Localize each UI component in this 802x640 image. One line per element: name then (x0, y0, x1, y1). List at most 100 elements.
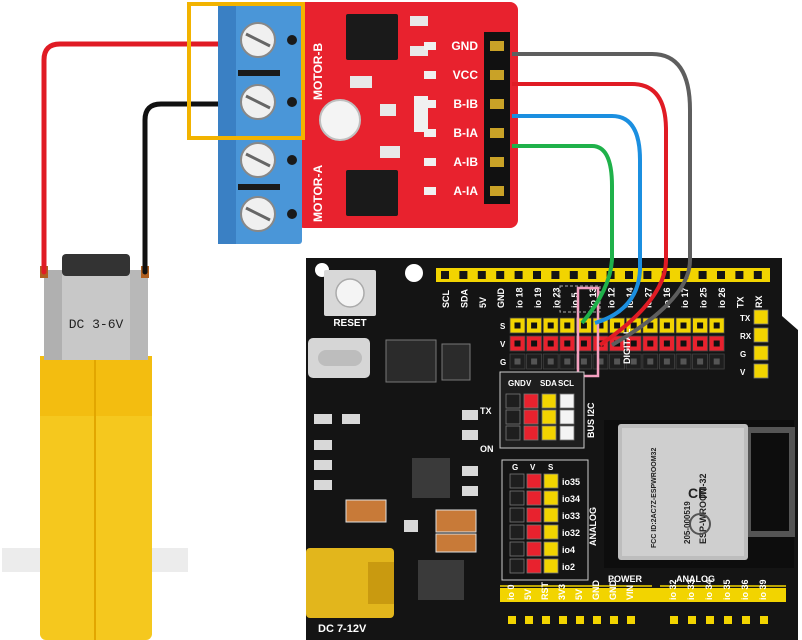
motor-wire-red (41, 41, 243, 275)
power-pin[interactable] (627, 616, 635, 624)
analog-pin[interactable] (543, 541, 559, 557)
analog-pin[interactable] (526, 473, 542, 489)
usb-uart-chip (385, 339, 437, 383)
analog-bottom-pin[interactable] (760, 616, 768, 624)
top-header-pin[interactable] (680, 271, 689, 279)
analog-pin[interactable] (509, 473, 525, 489)
analog-bottom-pin-label: io 39 (758, 579, 768, 600)
analog-pin[interactable] (543, 558, 559, 574)
uart-pin[interactable] (753, 309, 769, 325)
top-header-label: RX (754, 295, 764, 308)
top-header-label: io 25 (699, 287, 709, 308)
wire-b-ia (512, 114, 642, 325)
top-header-pin[interactable] (477, 271, 486, 279)
analog-pin-label: io33 (562, 511, 580, 521)
top-header-pin[interactable] (753, 271, 762, 279)
tx-led-label: TX (480, 406, 492, 416)
analog-pin[interactable] (526, 507, 542, 523)
motor-a-label: MOTOR-A (311, 165, 325, 222)
io13-highlight-box (576, 286, 600, 378)
i2c-pin[interactable] (505, 409, 521, 425)
analog-pin[interactable] (509, 541, 525, 557)
power-pin[interactable] (610, 616, 618, 624)
i2c-pin[interactable] (541, 393, 557, 409)
i2c-col-label: SCL (558, 379, 574, 388)
top-header-pin[interactable] (735, 271, 744, 279)
i2c-pin[interactable] (505, 393, 521, 409)
top-header-label: io 16 (662, 287, 672, 308)
analog-pin[interactable] (526, 558, 542, 574)
driver-pin (490, 157, 504, 167)
on-led-label: ON (480, 444, 494, 454)
power-pin[interactable] (508, 616, 516, 624)
analog-pin[interactable] (509, 490, 525, 506)
analog-bottom-pin[interactable] (724, 616, 732, 624)
analog-col-label: V (530, 463, 536, 472)
digital-svg-header (509, 317, 725, 370)
analog-pin[interactable] (509, 507, 525, 523)
top-header-pin[interactable] (717, 271, 725, 279)
i2c-pin[interactable] (541, 425, 557, 441)
analog-pin[interactable] (543, 473, 559, 489)
top-header-pin[interactable] (588, 271, 597, 279)
ce-mark: CE (688, 485, 707, 501)
top-header-label: 5V (478, 297, 488, 308)
top-header-pin[interactable] (569, 271, 578, 279)
analog-bottom-pin-label: io 33 (686, 579, 696, 600)
i2c-pin[interactable] (505, 425, 521, 441)
motor-wire-black (142, 101, 243, 275)
uart-pin[interactable] (753, 363, 769, 379)
top-header-pin[interactable] (533, 271, 541, 279)
top-header-label: io 27 (643, 287, 653, 308)
analog-bottom-pin[interactable] (742, 616, 750, 624)
analog-pin[interactable] (526, 490, 542, 506)
analog-pin[interactable] (509, 558, 525, 574)
top-header-pin[interactable] (643, 271, 652, 279)
i2c-col-label: V (526, 379, 532, 388)
wire-gnd (512, 52, 692, 347)
power-pin[interactable] (542, 616, 550, 624)
top-header-label: SDA (459, 288, 469, 308)
top-header-pin[interactable] (551, 271, 560, 279)
analog-col-label: S (548, 463, 554, 472)
i2c-pin[interactable] (523, 425, 539, 441)
i2c-pin[interactable] (523, 393, 539, 409)
motor-b-highlight-box (187, 2, 305, 140)
analog-pin[interactable] (543, 507, 559, 523)
driver-pin (490, 99, 504, 109)
digital-label: DIGITAL (622, 328, 632, 364)
i2c-pin[interactable] (559, 425, 575, 441)
i2c-pin[interactable] (523, 409, 539, 425)
power-pin-label: 5V (523, 589, 533, 600)
analog-bottom-pin[interactable] (670, 616, 678, 624)
analog-pin[interactable] (543, 490, 559, 506)
top-header-pin[interactable] (625, 271, 633, 279)
module-name: ESP-WROOM-32 (698, 473, 708, 544)
i2c-pin[interactable] (541, 409, 557, 425)
top-header-pin[interactable] (698, 271, 707, 279)
top-header-pin[interactable] (441, 271, 449, 279)
top-header-pin[interactable] (459, 271, 468, 279)
uart-pin[interactable] (753, 327, 769, 343)
driver-pin-label: B-IA (453, 126, 478, 140)
analog-bottom-pin[interactable] (706, 616, 714, 624)
analog-bottom-pin[interactable] (688, 616, 696, 624)
analog-pin[interactable] (509, 524, 525, 540)
analog-pin[interactable] (526, 541, 542, 557)
top-header-pin[interactable] (514, 271, 523, 279)
power-pin[interactable] (525, 616, 533, 624)
driver-pin-header (484, 32, 510, 204)
i2c-pin[interactable] (559, 393, 575, 409)
top-header-pin[interactable] (496, 271, 505, 279)
power-pin[interactable] (559, 616, 567, 624)
top-header-label: io 12 (607, 287, 617, 308)
driver-pin-label: A-IA (453, 184, 478, 198)
power-pin[interactable] (593, 616, 601, 624)
analog-pin-label: io34 (562, 494, 580, 504)
analog-pin[interactable] (526, 524, 542, 540)
i2c-pin[interactable] (559, 409, 575, 425)
uart-pin[interactable] (753, 345, 769, 361)
power-pin[interactable] (576, 616, 584, 624)
analog-pin[interactable] (543, 524, 559, 540)
